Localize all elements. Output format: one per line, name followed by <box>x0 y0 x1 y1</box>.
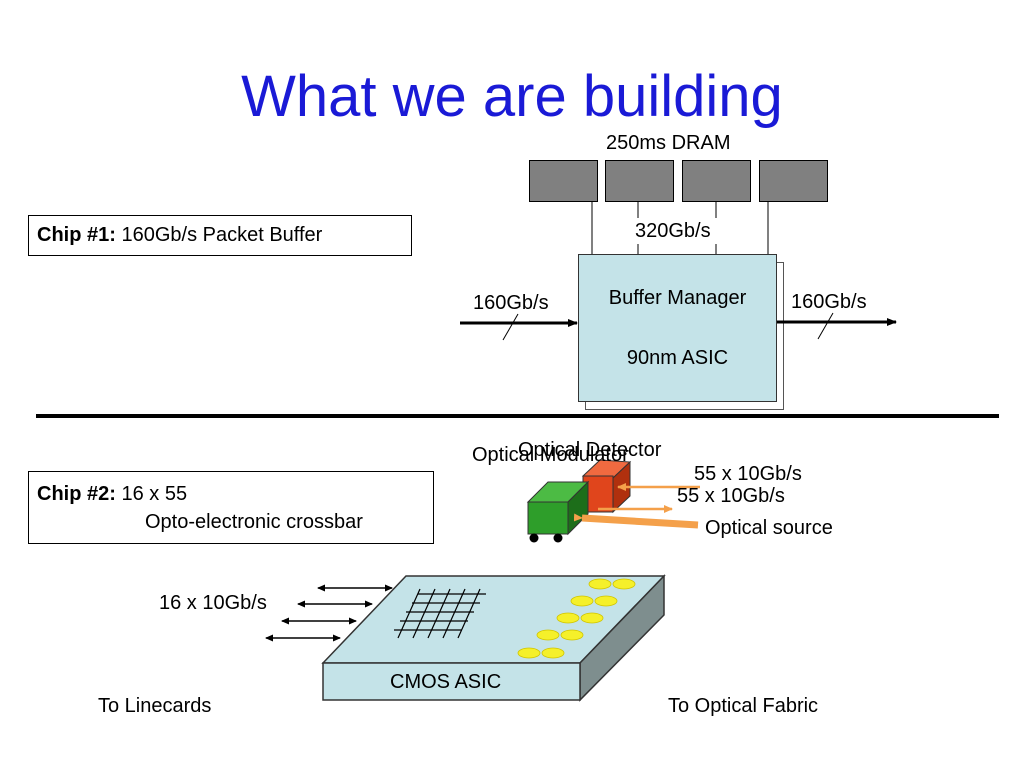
chip1-box: Chip #1: 160Gb/s Packet Buffer <box>28 215 412 256</box>
buffer-manager-process-label: 90nm ASIC <box>626 347 729 369</box>
page-title: What we are building <box>241 64 783 129</box>
crossbar-grid <box>394 588 486 639</box>
optical-detector-label: Optical Detector <box>518 439 662 461</box>
linecard-arrows <box>265 584 393 642</box>
output-rate-label: 160Gb/s <box>791 291 867 313</box>
dram-bus-lines <box>591 202 769 254</box>
chip2-label: Chip #2: <box>37 483 116 505</box>
chip1-label: Chip #1: <box>37 224 116 246</box>
optical-spots <box>517 578 636 659</box>
chip2-text-line2: Opto-electronic crossbar <box>145 511 363 533</box>
dram-bandwidth-label: 320Gb/s <box>635 220 711 242</box>
dram-chip-2 <box>605 160 674 202</box>
optical-modulator-label: Optical Modulator <box>472 444 629 466</box>
optical-source-arrow <box>573 513 699 529</box>
chip2-text-line1: 16 x 55 <box>121 483 188 505</box>
optical-modulator-block <box>526 480 590 543</box>
optical-source-label: Optical source <box>705 517 833 539</box>
input-rate-label: 160Gb/s <box>473 292 549 314</box>
to-optical-fabric-label: To Optical Fabric <box>668 695 819 717</box>
dram-chip-1 <box>529 160 598 202</box>
chip1-text: 160Gb/s Packet Buffer <box>121 224 323 246</box>
linecard-rate-label: 16 x 10Gb/s <box>159 592 267 614</box>
dram-label: 250ms DRAM <box>606 132 731 154</box>
dram-chip-4 <box>759 160 828 202</box>
input-link-arrow <box>460 313 578 341</box>
dram-chip-3 <box>682 160 751 202</box>
output-link-arrow <box>777 312 897 340</box>
detector-rate-label: 55 x 10Gb/s <box>694 463 802 485</box>
buffer-manager-label: Buffer Manager <box>608 287 747 309</box>
cmos-asic-label: CMOS ASIC <box>390 671 502 693</box>
modulator-rate-label: 55 x 10Gb/s <box>677 485 785 507</box>
chip2-box: Chip #2: 16 x 55 Opto-electronic crossba… <box>28 471 434 544</box>
buffer-manager-block: Buffer Manager 90nm ASIC <box>578 254 777 402</box>
to-linecards-label: To Linecards <box>98 695 212 717</box>
section-divider <box>36 414 999 418</box>
